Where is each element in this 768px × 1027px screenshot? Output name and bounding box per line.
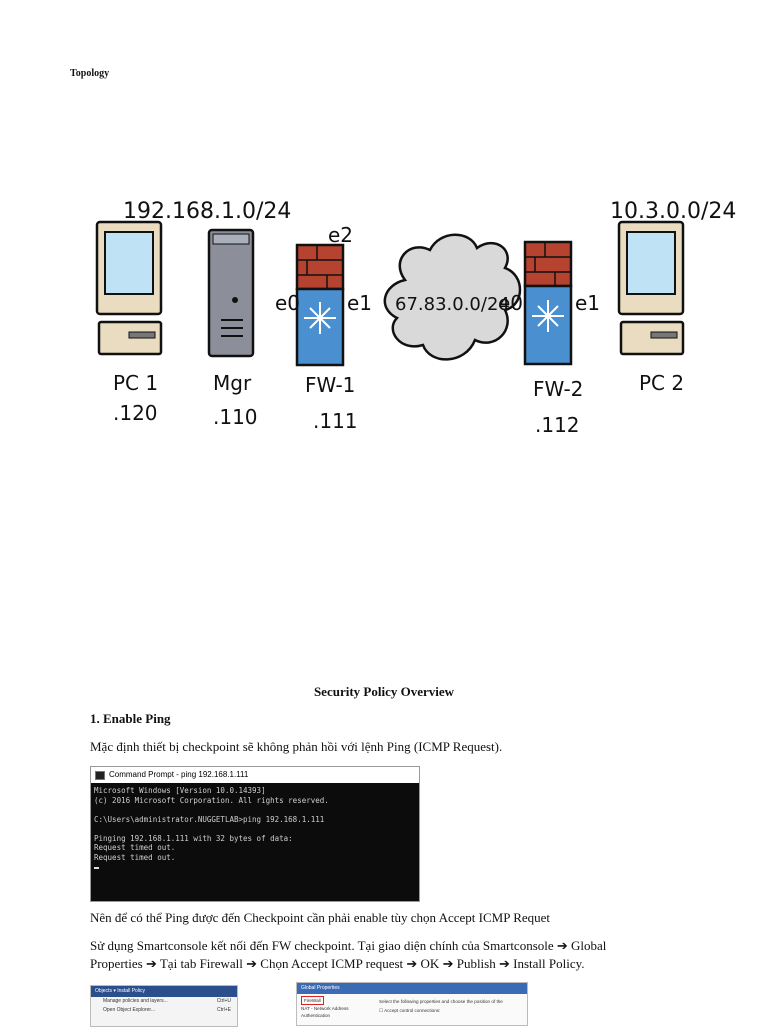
network-topology-diagram: 192.168.1.0/24 10.3.0.0/24 PC 1 .120 Mgr… <box>95 199 736 437</box>
cloud-label: 67.83.0.0/24 <box>395 294 510 315</box>
heading-enable-ping: 1. Enable Ping <box>90 711 171 726</box>
command-prompt-titlebar: Command Prompt - ping 192.168.1.111 <box>91 767 419 783</box>
fw2-e0: e0 <box>498 291 523 315</box>
fw1-e2: e2 <box>328 223 353 247</box>
paragraph-default-behavior: Mặc định thiết bị checkpoint sẽ không ph… <box>90 739 503 754</box>
label-net-right: 10.3.0.0/24 <box>610 199 736 224</box>
section-title: Security Policy Overview <box>313 684 455 699</box>
menu-item-manage-policies: Manage policies and layers...Ctrl+U <box>103 998 231 1004</box>
fw1-ip: .111 <box>313 409 358 433</box>
command-output-text: Microsoft Windows [Version 10.0.14393] (… <box>94 786 329 862</box>
fw2-ip: .112 <box>535 413 580 437</box>
paragraph-enable-option: Nên để có thể Ping được đến Checkpoint c… <box>90 910 551 925</box>
global-properties-screenshot: Global Properties FireWall NAT - Network… <box>296 982 528 1026</box>
pc2-computer-icon <box>617 220 685 356</box>
pc1-ip: .120 <box>113 401 158 425</box>
fw1-e0: e0 <box>275 291 300 315</box>
mgr-server-icon <box>207 228 255 358</box>
command-prompt-window: Command Prompt - ping 192.168.1.111 Micr… <box>90 766 420 902</box>
command-prompt-output: Microsoft Windows [Version 10.0.14393] (… <box>91 783 419 875</box>
fw1-firewall-icon <box>295 243 345 367</box>
mgr-ip: .110 <box>213 405 258 429</box>
fw2-name: FW-2 <box>533 377 583 401</box>
pc2-name: PC 2 <box>639 371 684 395</box>
fw2-e1: e1 <box>575 291 600 315</box>
menu-item-object-explorer: Open Object Explorer...Ctrl+E <box>103 1007 231 1013</box>
pc1-name: PC 1 <box>113 371 158 395</box>
global-properties-description: Select the following properties and choo… <box>379 997 525 1015</box>
fw1-e1: e1 <box>347 291 372 315</box>
paragraph-smartconsole-steps: Sử dụng Smartconsole kết nối đến FW chec… <box>90 938 607 971</box>
tree-item-nat: NAT - Network Address <box>301 1006 349 1011</box>
global-properties-tree: FireWall NAT - Network Address Authentic… <box>301 996 369 1019</box>
pc1-computer-icon <box>95 220 163 356</box>
terminal-icon <box>95 770 105 780</box>
accept-control-connections-checkbox: ☐ Accept control connections: <box>379 1008 441 1013</box>
global-properties-titlebar: Global Properties <box>297 983 527 994</box>
fw1-name: FW-1 <box>305 373 355 397</box>
mgr-name: Mgr <box>213 371 252 395</box>
internet-cloud-icon <box>383 233 522 361</box>
tree-item-authentication: Authentication <box>301 1013 331 1018</box>
command-prompt-title: Command Prompt - ping 192.168.1.111 <box>109 770 249 779</box>
smartconsole-menu-bar: Objects ▾ Install Policy <box>91 986 237 997</box>
fw2-firewall-icon <box>523 240 573 366</box>
cursor <box>94 867 99 869</box>
tree-item-firewall: FireWall <box>301 996 324 1005</box>
smartconsole-menu-screenshot: Objects ▾ Install Policy Manage policies… <box>90 985 238 1027</box>
topology-label: Topology <box>70 68 110 79</box>
label-net-left: 192.168.1.0/24 <box>123 199 291 224</box>
